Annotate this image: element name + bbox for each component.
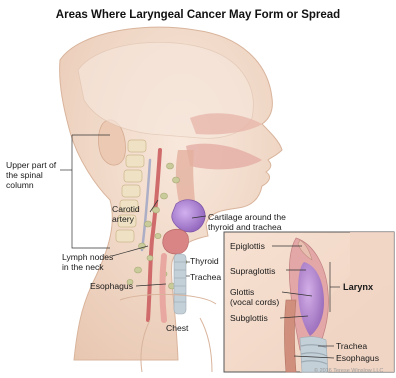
inset-label-glottis-line-1: Glottis: [230, 287, 279, 297]
thyroid-gland: [163, 229, 189, 254]
label-lymph-line-2: in the neck: [62, 262, 113, 272]
label-cartilage: Cartilage around the thyroid and trachea: [208, 212, 286, 232]
inset-label-subglottis: Subglottis: [230, 313, 268, 323]
inset-label-supraglottis: Supraglottis: [230, 266, 275, 276]
inset-label-larynx: Larynx: [343, 282, 373, 292]
label-chest: Chest: [166, 323, 188, 333]
label-cartilage-line-2: thyroid and trachea: [208, 222, 286, 232]
label-spinal-column: Upper part of the spinal column: [6, 160, 56, 190]
label-thyroid: Thyroid: [190, 256, 219, 266]
page-title: Areas Where Laryngeal Cancer May Form or…: [0, 9, 396, 21]
inset-label-epiglottis: Epiglottis: [230, 241, 265, 251]
inset-trachea: [300, 337, 328, 372]
label-spinal-line-2: the spinal: [6, 170, 56, 180]
label-cartilage-line-1: Cartilage around the: [208, 212, 286, 222]
label-spinal-line-1: Upper part of: [6, 160, 56, 170]
inset-label-glottis-line-2: (vocal cords): [230, 297, 279, 307]
inset-label-trachea: Trachea: [336, 341, 367, 351]
copyright-notice: © 2016 Terese Winslow LLC: [314, 368, 383, 374]
trachea-rings: [174, 254, 186, 314]
inset-label-glottis: Glottis (vocal cords): [230, 287, 279, 307]
label-lymph-nodes: Lymph nodes in the neck: [62, 252, 113, 272]
label-spinal-line-3: column: [6, 180, 56, 190]
inset-esophagus: [285, 300, 297, 372]
label-carotid-line-1: Carotid: [112, 204, 140, 214]
label-lymph-line-1: Lymph nodes: [62, 252, 113, 262]
inset-label-esophagus: Esophagus: [336, 353, 379, 363]
label-carotid-line-2: artery: [112, 214, 140, 224]
label-esophagus: Esophagus: [90, 281, 133, 291]
label-carotid-artery: Carotid artery: [112, 204, 140, 224]
esophagus-tube: [163, 256, 165, 320]
label-trachea: Trachea: [190, 272, 221, 282]
